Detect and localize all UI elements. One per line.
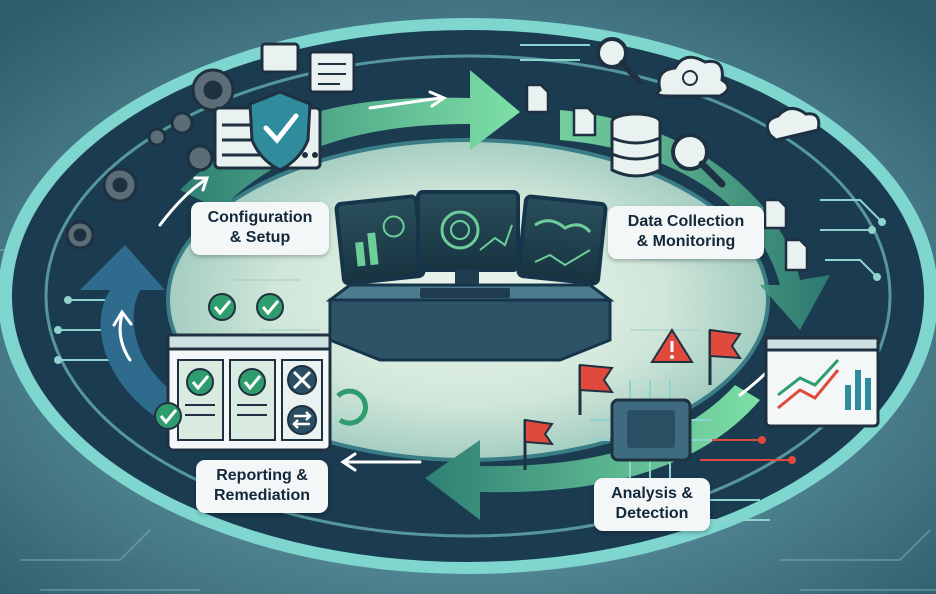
chart-window-icon [764,336,880,428]
stage-label-configuration: Configuration & Setup [191,202,329,255]
refresh-icon [287,388,368,435]
cloud-icon [655,55,821,142]
alert-traces [700,436,796,464]
warning-triangle-icon [650,328,694,363]
background-circuit-traces [0,249,936,591]
document-icon [525,83,809,272]
stage-label-analysis-line2: Detection [615,505,689,522]
stage-label-data-collection-line2: & Monitoring [636,233,736,250]
gear-icon [65,68,235,250]
stage-label-reporting-line2: Remediation [213,487,310,504]
checkmark-icon [154,293,284,430]
warning-flag-icon [523,328,742,470]
stage-label-configuration-line2: & Setup [229,229,291,246]
processor-chip-icon [590,380,712,480]
ring-circuit-traces [54,44,886,521]
stage-label-data-collection-line1: Data Collection [627,213,745,230]
database-icon [610,112,662,178]
stage-label-reporting-line1: Reporting & [216,467,308,484]
tools-icon [287,365,317,395]
analysis-icons [523,328,880,480]
arrow-reporting-to-config [80,245,185,420]
stage-label-analysis: Analysis & Detection [594,478,710,531]
arrow-analysis-to-reporting [425,385,760,520]
data-collection-icons [525,37,821,272]
reporting-icons [154,293,368,452]
magnifier-icon [596,37,726,188]
stage-label-configuration-line1: Configuration [207,209,313,226]
configuration-icons [65,42,356,250]
stage-label-data-collection: Data Collection & Monitoring [608,206,764,259]
stage-label-analysis-line1: Analysis & [611,485,693,502]
stage-label-reporting: Reporting & Remediation [196,460,328,513]
shield-check-icon [248,90,312,172]
monitoring-workstation-icon [325,190,615,362]
settings-window-icon [260,42,356,94]
